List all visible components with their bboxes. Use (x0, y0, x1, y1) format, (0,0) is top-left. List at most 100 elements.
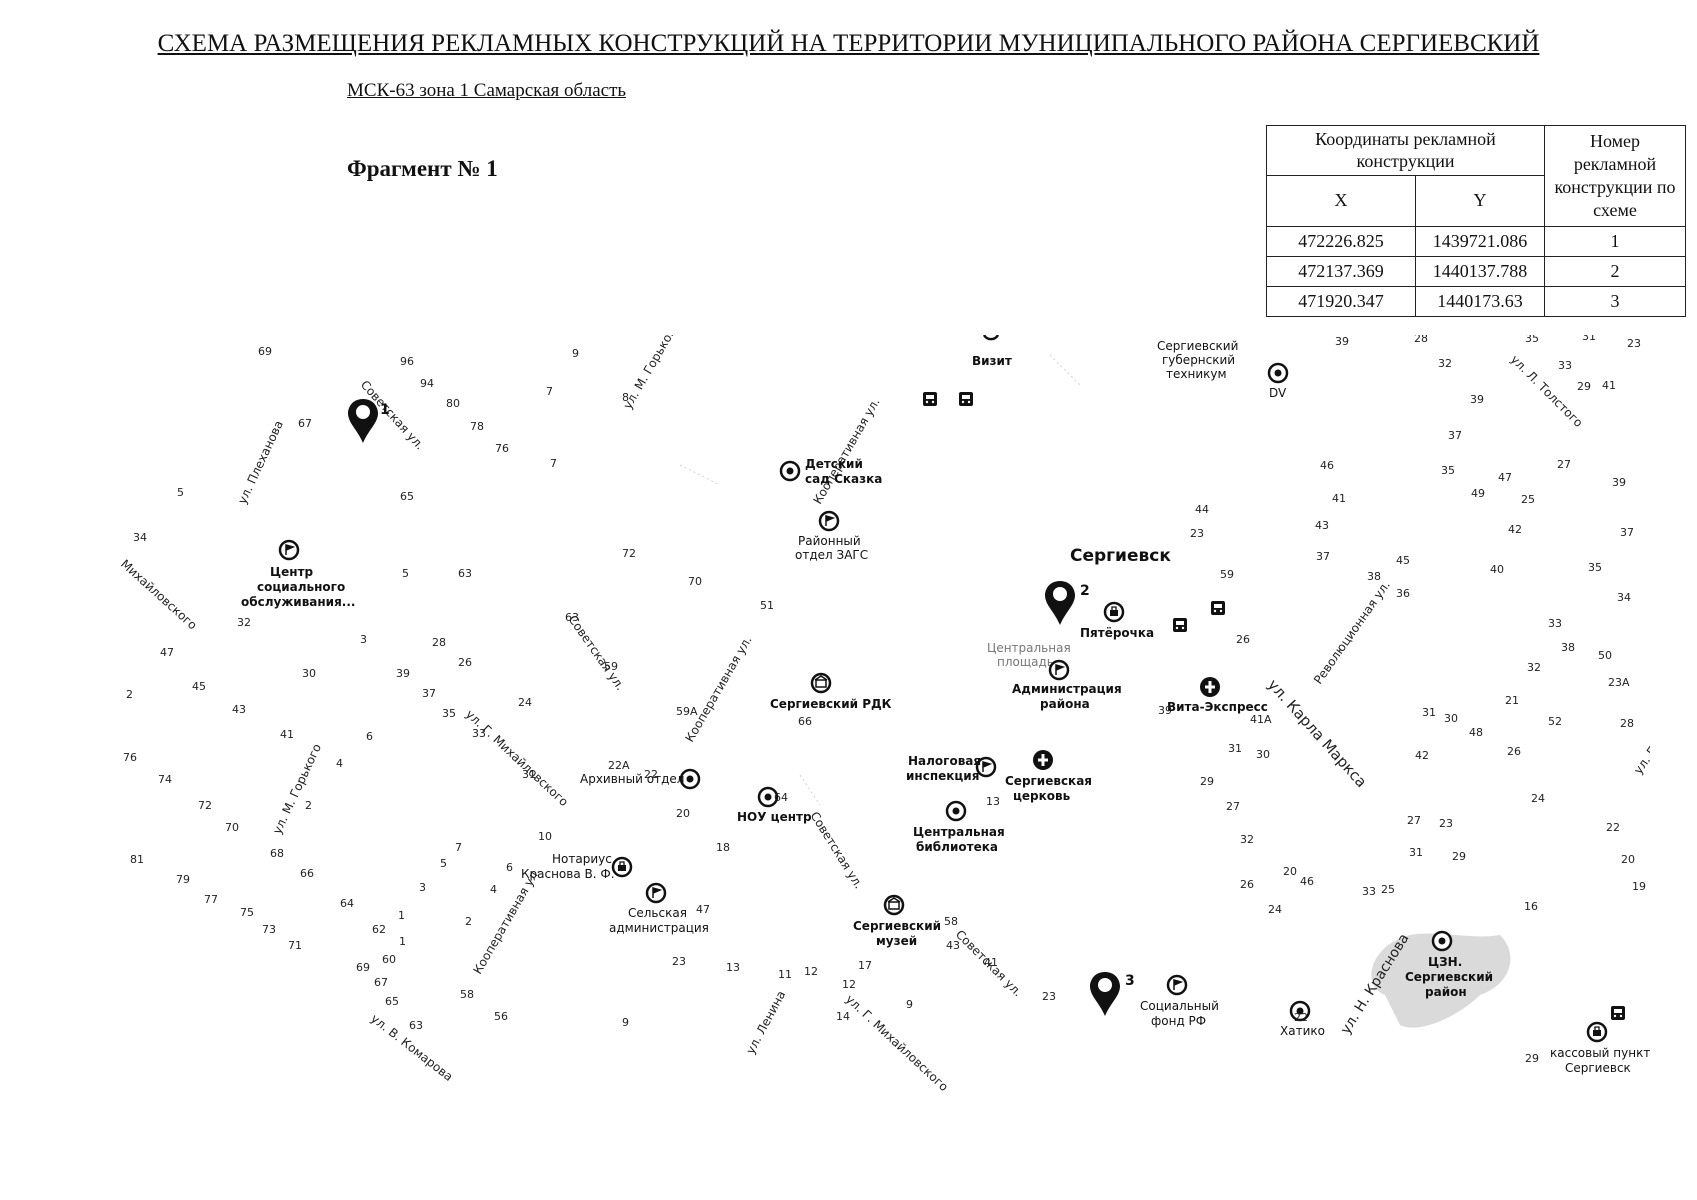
marker-number: 2 (1080, 583, 1090, 599)
house-number: 80 (446, 397, 460, 410)
street-revolyutsionnaya: Революционная ул. (1311, 578, 1393, 687)
poi-kassa[interactable]: кассовый пункт Сергиевск (1550, 1021, 1650, 1075)
poi-label: НОУ центр (737, 810, 812, 824)
poi-nalog[interactable]: Налоговая инспекция (906, 754, 997, 783)
house-number: 59 (604, 660, 618, 673)
street-sovetskaya-2: Советская ул. (566, 613, 628, 693)
house-number: 59 (1220, 568, 1234, 581)
house-number: 30 (302, 667, 316, 680)
house-number: 69 (258, 345, 272, 358)
house-number: 12 (842, 978, 856, 991)
house-number: 41 (984, 956, 998, 969)
house-number: 75 (240, 906, 254, 919)
house-number: 67 (374, 976, 388, 989)
poi-admin[interactable]: Администрация района (1012, 659, 1122, 711)
poi-label: Сергиевский (1405, 970, 1493, 984)
house-number: 5 (177, 486, 184, 499)
poi-library[interactable]: Центральная библиотека (913, 800, 1005, 854)
government-flag-icon (278, 539, 300, 561)
ad-marker-3[interactable]: 3 (1090, 972, 1135, 1016)
poi-label: фонд РФ (1151, 1014, 1206, 1028)
house-number: 9 (906, 998, 913, 1011)
house-number: 67 (298, 417, 312, 430)
house-number: 39 (1612, 476, 1626, 489)
poi-zags[interactable]: Районный отдел ЗАГС (795, 510, 868, 562)
house-number: 22А (608, 759, 630, 772)
poi-vizit[interactable]: Визит (972, 334, 1012, 368)
ad-marker-1[interactable]: 1 (348, 399, 390, 443)
bus-stop-icon[interactable] (1173, 618, 1187, 632)
house-number: 10 (538, 830, 552, 843)
house-number: 65 (400, 490, 414, 503)
table-subheader-row: X Y (1266, 174, 1686, 228)
poi-vita[interactable]: Вита-Экспресс (1167, 677, 1268, 714)
poi-dv[interactable]: DV (1267, 362, 1289, 400)
house-number: 35 (1588, 561, 1602, 574)
bus-stop-icon[interactable] (1611, 1006, 1625, 1020)
house-number: 22 (1294, 1011, 1308, 1024)
cash-desk-icon (1586, 1021, 1608, 1043)
poi-label: Нотариус (552, 852, 612, 866)
poi-social-fund[interactable]: Социальный фонд РФ (1140, 974, 1219, 1028)
fragment-label: Фрагмент № 1 (347, 156, 498, 181)
poi-czn[interactable]: ЦЗН. Сергиевский район (1405, 930, 1493, 999)
poi-selsk[interactable]: Сельская администрация (609, 882, 709, 935)
poi-label: Центральная (913, 825, 1005, 839)
park-area (1371, 933, 1511, 1028)
poi-church[interactable]: Сергиевская церковь (1005, 750, 1092, 803)
house-number: 41А (1250, 713, 1272, 726)
house-number: 77 (204, 893, 218, 906)
house-number: 43 (232, 703, 246, 716)
house-number: 44 (1195, 503, 1209, 516)
house-number: 69 (356, 961, 370, 974)
house-number: 73 (262, 923, 276, 936)
house-number: 79 (176, 873, 190, 886)
city-label: Сергиевск (1070, 546, 1171, 566)
cell-y: 1439721.086 (1415, 226, 1545, 257)
house-number: 71 (288, 939, 302, 952)
poi-pyaterochka[interactable]: Пятёрочка (1080, 601, 1154, 640)
house-number: 20 (676, 807, 690, 820)
house-number: 19 (1632, 880, 1646, 893)
house-number: 23 (1439, 817, 1453, 830)
ad-marker-2[interactable]: 2 (1045, 581, 1090, 625)
bus-stop-icon[interactable] (1211, 601, 1225, 615)
house-number: 63 (458, 567, 472, 580)
poi-notary[interactable]: Нотариус Краснова В. Ф. (521, 852, 633, 881)
poi-label: DV (1269, 386, 1287, 400)
street-tolstogo: ул. Л. Толстого (1508, 352, 1586, 430)
poi-hatiko[interactable]: Хатико (1280, 1000, 1325, 1038)
house-number: 56 (494, 1010, 508, 1023)
street-kooperativnaya-1: Кооперативная ул. (810, 395, 882, 506)
poi-technikum[interactable]: Сергиевский губернский техникум (1157, 339, 1238, 381)
poi-label: Архивный отдел (580, 772, 684, 786)
poi-nou[interactable]: НОУ центр (737, 786, 812, 824)
house-number: 46 (1320, 459, 1334, 472)
house-number: 28 (1414, 335, 1428, 345)
house-number: 62 (372, 923, 386, 936)
house-number: 25 (1381, 883, 1395, 896)
house-number: 21 (1505, 694, 1519, 707)
map-area[interactable]: Советская ул. Советская ул. Советская ул… (118, 317, 1660, 1125)
poi-label: техникум (1166, 367, 1227, 381)
house-number: 34 (133, 531, 147, 544)
house-number: 1 (398, 909, 405, 922)
government-flag-icon (1166, 974, 1188, 996)
poi-center-social[interactable]: Центр социального обслуживания... (241, 539, 355, 609)
poi-detsad[interactable]: Детский сад Сказка (779, 457, 882, 486)
poi-museum[interactable]: Сергиевский музей (853, 894, 941, 948)
marker-number: 3 (1125, 973, 1135, 989)
cell-x: 471920.347 (1266, 286, 1416, 317)
bus-stop-icon[interactable] (923, 392, 937, 406)
poi-label: Хатико (1280, 1024, 1325, 1038)
library-icon (945, 800, 967, 822)
poi-archive[interactable]: Архивный отдел (580, 768, 701, 790)
house-number: 6 (366, 730, 373, 743)
poi-rdk[interactable]: Сергиевский РДК (770, 672, 892, 711)
street-mikhailovskogo-left: Михайловского (120, 557, 200, 633)
house-number: 41 (1602, 379, 1616, 392)
bus-stop-icon[interactable] (959, 392, 973, 406)
poi-label: библиотека (916, 840, 998, 854)
house-number: 23 (1042, 990, 1056, 1003)
pharmacy-cross-icon (1200, 677, 1220, 697)
